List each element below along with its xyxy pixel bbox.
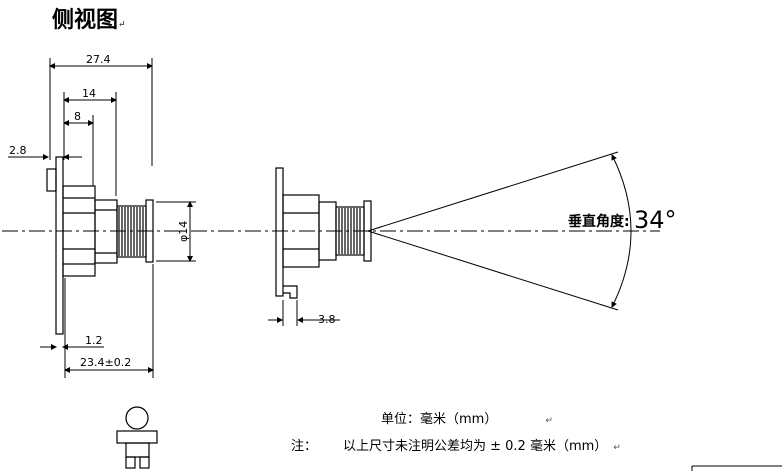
- dim-27-4-label: 27.4: [86, 53, 111, 66]
- note-label: 注：: [291, 439, 318, 454]
- unit-line: 单位：毫米（mm） ↵: [381, 413, 553, 426]
- angle-value: 34°: [634, 206, 677, 234]
- angle-label: 垂直角度:: [568, 213, 630, 230]
- person-icon: [116, 406, 158, 469]
- view-title: 侧视图↵: [52, 9, 126, 31]
- dim-8-label: 8: [74, 110, 81, 123]
- left-dimension-labels: 27.4 14 8 2.8 φ14 1.2 23.4±0.2: [9, 53, 190, 369]
- note-text: 以上尺寸未注明公差均为 ± 0.2 毫米（mm） ↵: [343, 440, 621, 453]
- view-title-text: 侧视图: [52, 7, 119, 33]
- paragraph-mark: ↵: [118, 20, 126, 30]
- left-extension-lines: [49, 58, 196, 378]
- dim-1-2-label: 1.2: [85, 334, 103, 347]
- unit-line-text: 单位：毫米（mm）: [381, 412, 498, 427]
- left-thread: [118, 207, 144, 256]
- right-part: [275, 167, 372, 299]
- dim-3-8-label: 3.8: [318, 313, 336, 326]
- dim-23-4-label: 23.4±0.2: [80, 356, 131, 369]
- dim-2-8-label: 2.8: [9, 144, 27, 157]
- right-dimension: [268, 300, 340, 326]
- right-thread: [338, 208, 361, 254]
- dim-phi14-label: φ14: [177, 221, 190, 242]
- left-part: [46, 156, 154, 335]
- paragraph-mark: ↵: [613, 443, 621, 453]
- dim-14-label: 14: [82, 87, 96, 100]
- field-of-view-cone: [367, 151, 632, 311]
- paragraph-mark: ↵: [545, 416, 553, 426]
- left-dimension-lines: [8, 63, 193, 373]
- note-text-content: 以上尺寸未注明公差均为 ± 0.2 毫米（mm）: [343, 439, 608, 454]
- corner-fragment: [691, 465, 782, 471]
